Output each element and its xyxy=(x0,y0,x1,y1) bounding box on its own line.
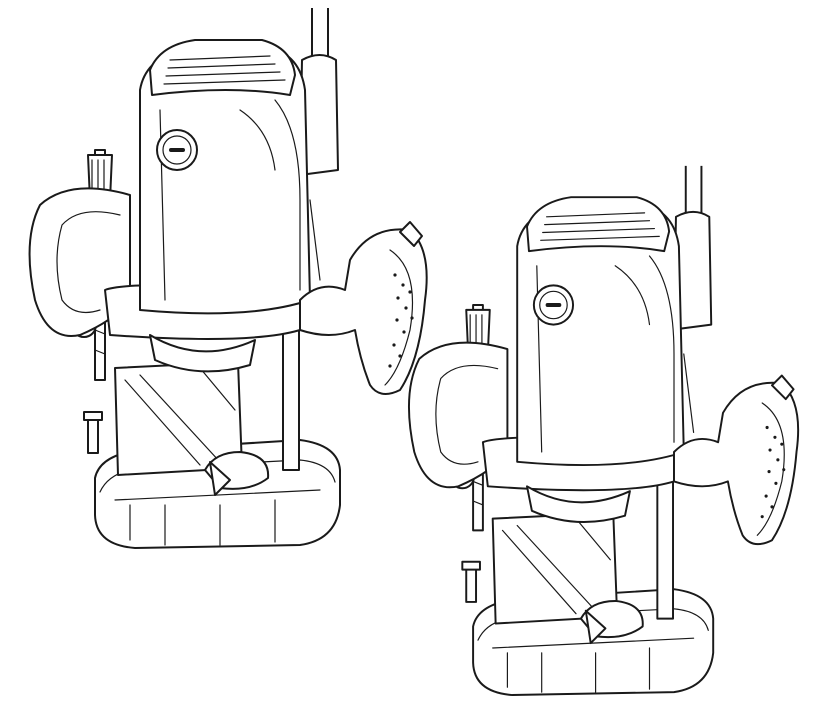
router-left xyxy=(28,7,428,549)
router-right xyxy=(407,164,800,697)
